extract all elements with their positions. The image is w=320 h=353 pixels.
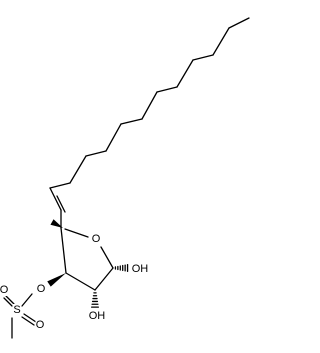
label-background: [89, 310, 105, 322]
ring-bond-c1-c2: [94, 267, 114, 291]
chain-bond: [69, 155, 87, 184]
wedge-bond-c4-vinyl: [50, 219, 63, 228]
chain-bond: [49, 182, 71, 189]
mesylate-oxygen-label: O: [37, 283, 46, 295]
chain-bond: [156, 86, 178, 93]
c2-hydroxyl-label: OH: [89, 310, 106, 322]
ring-oxygen-label: O: [92, 233, 101, 245]
ring-bond-o-c1: [100, 246, 114, 269]
label-background: [35, 319, 45, 331]
hashed-bond-c2-oh: [91, 292, 99, 308]
bond-s-o-double-b: [21, 316, 35, 326]
ring-bond-c4-o: [64, 228, 89, 238]
chain-bond: [228, 17, 250, 29]
sulfonyl-oxygen-right-label: O: [36, 319, 45, 331]
wedge-bond-c3-o: [47, 273, 66, 287]
chain-bond: [85, 150, 107, 157]
ring-bond-c3-c4: [60, 227, 67, 274]
bond-o-s: [21, 293, 33, 307]
label-background: [132, 263, 148, 275]
ring-bond-c2-c3: [65, 272, 96, 291]
sulfonyl-oxygen-left-label: O: [0, 284, 9, 296]
chain-bond: [212, 27, 230, 56]
chain-bond: [141, 91, 158, 120]
bond-s-o-double-a: [23, 313, 37, 323]
bond-layer: [3, 17, 250, 339]
label-background: [0, 284, 9, 296]
chain-bond: [176, 59, 194, 88]
alkene-double-bond-line: [56, 195, 66, 213]
chain-bond: [192, 54, 214, 61]
stereo-bond-layer: [47, 219, 129, 308]
chain-bond: [105, 123, 122, 152]
label-background: [91, 233, 101, 245]
sulfur-label: S: [13, 304, 20, 316]
label-background: [12, 304, 22, 316]
label-background: [36, 283, 46, 295]
bond-s-o-double-d: [5, 295, 15, 305]
chain-bond: [49, 187, 62, 211]
bond-s-o-double-c: [3, 297, 13, 307]
hashed-bond-c1-oh: [114, 264, 129, 272]
chain-bond: [120, 118, 143, 125]
anomeric-hydroxyl-label: OH: [132, 263, 149, 275]
